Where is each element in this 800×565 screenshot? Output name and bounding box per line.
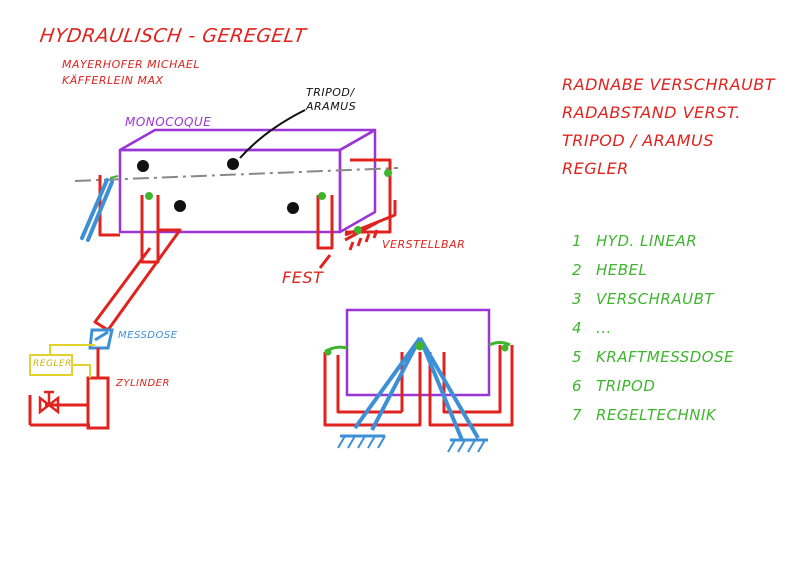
regler-label: REGLER: [33, 359, 72, 369]
requirement-item: RADNABE VERSCHRAUBT: [562, 75, 776, 94]
monocoque-box: [118, 128, 377, 234]
list-item: 4...: [572, 319, 734, 348]
front-view-tripod: [337, 336, 488, 453]
list-item-text: HYD. LINEAR: [596, 232, 698, 250]
list-item-text: REGELTECHNIK: [596, 406, 717, 424]
list-item-number: 4: [572, 319, 583, 337]
zylinder-cylinder: [28, 348, 110, 430]
list-item-text: KRAFTMESSDOSE: [596, 348, 735, 366]
list-item-text: HEBEL: [596, 261, 648, 279]
author-1: MAYERHOFER MICHAEL: [62, 58, 200, 71]
list-item-number: 6: [572, 377, 583, 395]
regler-box: [29, 344, 95, 378]
messdose-label: MESSDOSE: [118, 330, 178, 341]
list-item-number: 2: [572, 261, 583, 279]
list-item-text: VERSCHRAUBT: [596, 290, 715, 308]
list-item: 1 HYD. LINEAR: [572, 232, 734, 261]
messdose-block: [88, 328, 114, 350]
list-item-text: TRIPOD: [596, 377, 656, 395]
valve-icon: [38, 390, 60, 415]
wheel-hub-dots: [137, 158, 299, 214]
list-item: 6 TRIPOD: [572, 377, 734, 406]
requirement-item: TRIPOD / ARAMUS: [562, 131, 714, 150]
monocoque-label: MONOCOQUE: [125, 115, 212, 129]
front-view-box: [345, 308, 491, 397]
tripod-label: TRIPOD/ ARAMUS: [306, 86, 357, 113]
left-blue-strut: [80, 178, 114, 242]
green-joints: [109, 169, 392, 234]
requirement-item: RADABSTAND VERST.: [562, 103, 741, 122]
page-title: HYDRAULISCH - GEREGELT: [38, 25, 308, 47]
list-item: 2 HEBEL: [572, 261, 734, 290]
verstellbar-label: VERSTELLBAR: [382, 238, 466, 251]
requirement-item: REGLER: [562, 159, 629, 178]
left-support-structure: [93, 158, 397, 332]
fest-label: FEST: [282, 268, 324, 287]
list-item-number: 5: [572, 348, 583, 366]
requirements-list: RADNABE VERSCHRAUBT RADABSTAND VERST. TR…: [562, 75, 775, 187]
tripod-pointer-line: [239, 109, 306, 159]
front-view-red-frame: [323, 345, 514, 427]
list-item-number: 7: [572, 406, 583, 424]
author-2: KÄFFERLEIN MAX: [62, 74, 164, 87]
list-item-number: 3: [572, 290, 583, 308]
front-view-green-joints: [324, 341, 511, 356]
list-item: 3 VERSCHRAUBT: [572, 290, 734, 319]
list-item: 7 REGELTECHNIK: [572, 406, 734, 435]
list-item-number: 1: [572, 232, 583, 250]
zylinder-label: ZYLINDER: [116, 378, 170, 389]
axis-line: [74, 167, 399, 182]
list-item-text: ...: [596, 319, 612, 337]
list-item: 5 KRAFTMESSDOSE: [572, 348, 734, 377]
